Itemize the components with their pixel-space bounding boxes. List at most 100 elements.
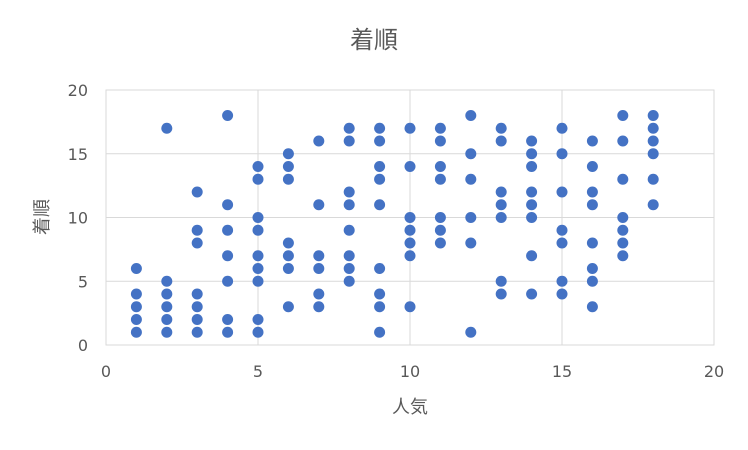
data-point (374, 161, 386, 172)
data-point (222, 314, 234, 325)
data-point (526, 135, 538, 147)
data-point (434, 135, 446, 147)
data-point (495, 186, 507, 198)
data-point (374, 173, 386, 185)
data-point (282, 301, 294, 313)
data-point (586, 199, 598, 211)
data-point (282, 161, 294, 172)
chart-title: 着順 (350, 26, 398, 54)
data-point (495, 199, 507, 211)
data-point (465, 110, 477, 121)
x-tick-label: 15 (552, 362, 572, 381)
data-point (282, 148, 294, 160)
data-point (617, 224, 629, 236)
data-point (161, 301, 173, 313)
data-point (404, 161, 416, 172)
data-point (495, 122, 507, 134)
data-point (161, 275, 173, 287)
data-point (465, 212, 477, 223)
data-points (130, 110, 659, 338)
y-tick-label: 10 (68, 209, 88, 228)
data-point (404, 122, 416, 134)
data-point (343, 135, 355, 147)
data-point (343, 224, 355, 236)
data-point (313, 288, 325, 300)
data-point (526, 148, 538, 160)
data-point (222, 224, 234, 236)
data-point (647, 135, 659, 147)
data-point (434, 224, 446, 236)
x-tick-label: 0 (101, 362, 111, 381)
data-point (495, 212, 507, 223)
data-point (130, 314, 142, 325)
data-point (191, 301, 203, 313)
data-point (465, 173, 477, 185)
data-point (252, 326, 264, 338)
data-point (404, 224, 416, 236)
data-point (617, 135, 629, 147)
data-point (313, 301, 325, 313)
data-point (130, 301, 142, 313)
data-point (495, 288, 507, 300)
data-point (556, 288, 568, 300)
data-point (130, 288, 142, 300)
y-tick-label: 15 (68, 145, 88, 164)
data-point (161, 326, 173, 338)
data-point (191, 224, 203, 236)
data-point (252, 224, 264, 236)
x-tick-label: 10 (400, 362, 420, 381)
data-point (556, 148, 568, 160)
data-point (191, 314, 203, 325)
data-point (617, 110, 629, 121)
data-point (465, 237, 477, 249)
data-point (495, 135, 507, 147)
data-point (465, 326, 477, 338)
y-tick-label: 0 (78, 336, 88, 355)
data-point (404, 250, 416, 262)
data-point (313, 199, 325, 211)
data-point (434, 122, 446, 134)
data-point (617, 237, 629, 249)
plot-area (105, 89, 715, 346)
data-point (343, 275, 355, 287)
data-point (586, 301, 598, 313)
data-point (374, 326, 386, 338)
data-point (252, 173, 264, 185)
data-point (586, 186, 598, 198)
data-point (556, 275, 568, 287)
data-point (526, 250, 538, 262)
data-point (526, 212, 538, 223)
data-point (586, 237, 598, 249)
data-point (191, 326, 203, 338)
data-point (526, 199, 538, 211)
data-point (434, 173, 446, 185)
data-point (556, 237, 568, 249)
data-point (374, 122, 386, 134)
data-point (617, 173, 629, 185)
data-point (647, 148, 659, 160)
data-point (282, 263, 294, 274)
data-point (374, 135, 386, 147)
data-point (130, 326, 142, 338)
data-point (556, 186, 568, 198)
data-point (374, 199, 386, 211)
data-point (404, 237, 416, 249)
data-point (161, 288, 173, 300)
data-point (586, 275, 598, 287)
x-axis-title: 人気 (392, 397, 428, 418)
data-point (434, 212, 446, 223)
y-axis-title: 着順 (32, 199, 53, 235)
data-point (252, 314, 264, 325)
data-point (343, 250, 355, 262)
data-point (374, 301, 386, 313)
data-point (222, 199, 234, 211)
data-point (252, 250, 264, 262)
data-point (586, 161, 598, 172)
data-point (313, 263, 325, 274)
y-tick-label: 20 (68, 81, 88, 100)
x-tick-label: 20 (704, 362, 724, 381)
data-point (252, 212, 264, 223)
data-point (617, 250, 629, 262)
